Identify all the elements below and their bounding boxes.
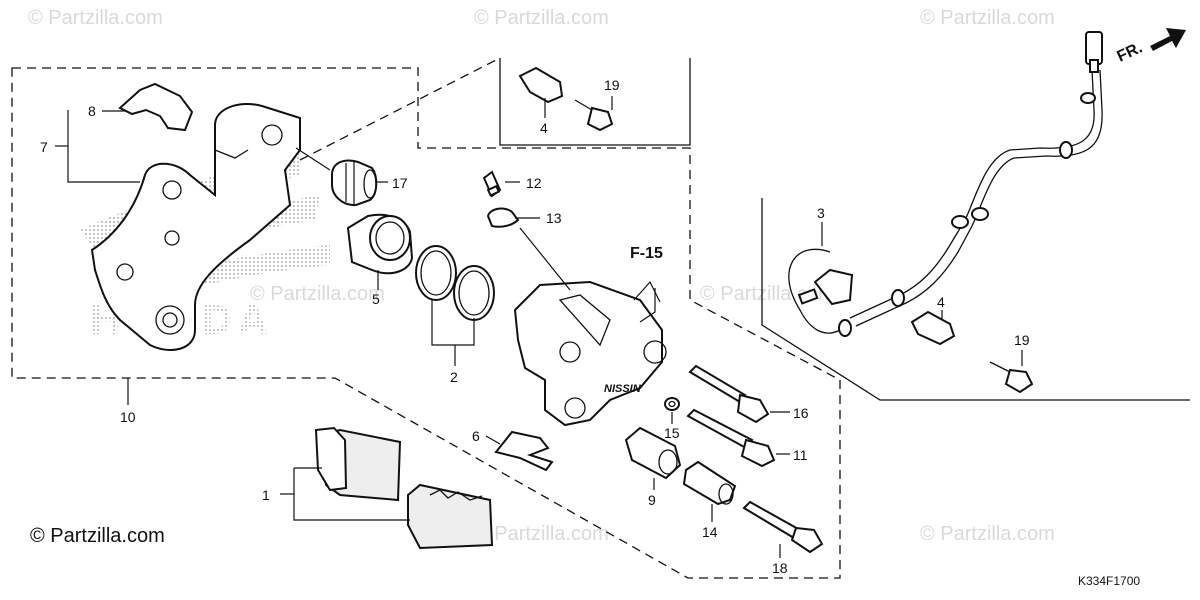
brake-pad-set-part: [314, 426, 494, 550]
caliper-body-part: NISSIN: [513, 280, 667, 427]
callout-14: 14: [702, 524, 718, 540]
caliper-bracket-group-outline: [11, 67, 841, 579]
pad-retainer-spring-part: [118, 82, 194, 132]
caliper-pin-bolt-part: [688, 364, 770, 424]
callout-2: 2: [450, 369, 458, 385]
piston-seal-set-part: [415, 245, 495, 321]
callout-9: 9: [648, 492, 656, 508]
callout-3: 3: [817, 205, 825, 221]
wheel-speed-sensor-part: [788, 31, 1103, 337]
callout-15: 15: [664, 425, 680, 441]
callout-labels: 1 2 3 4 4 5 6 7 8 9 10 11 12 13 14 15 16…: [40, 77, 1030, 576]
sensor-cord-clip-part-right: [910, 310, 956, 346]
reference-label: F-15: [630, 245, 663, 262]
flange-bolt-part-top: [574, 99, 614, 132]
callout-19-top: 19: [604, 77, 620, 93]
callout-4-right: 4: [937, 294, 945, 310]
callout-10: 10: [120, 409, 136, 425]
speed-sensor-inset-frame: [761, 198, 1190, 401]
caliper-bracket-part: [90, 103, 301, 351]
front-direction-indicator: FR.: [1115, 28, 1186, 66]
front-label: FR.: [1115, 39, 1146, 65]
watermark: © Partzilla.com: [28, 7, 163, 29]
callout-5: 5: [372, 291, 380, 307]
watermark: © Partzilla.com: [250, 283, 385, 305]
bleeder-cap-part: [486, 207, 520, 228]
flange-bolt-part-right: [989, 361, 1034, 394]
watermark: © Partzilla.com: [474, 523, 609, 545]
sensor-cord-clip-part-top: [518, 66, 564, 104]
diagram-code: K334F1700: [1078, 574, 1140, 588]
watermark-layer: © Partzilla.com © Partzilla.com © Partzi…: [28, 7, 1055, 545]
washer-part: [664, 397, 680, 411]
callout-7: 7: [40, 139, 48, 155]
copyright-credit: © Partzilla.com: [30, 525, 165, 547]
pad-spring-part: [494, 430, 554, 472]
callout-18: 18: [772, 560, 788, 576]
bracket-link-line: [299, 57, 501, 161]
watermark: © Partzilla.com: [920, 7, 1055, 29]
clip-bolt-inset-frame: [499, 58, 691, 146]
callout-1: 1: [262, 487, 270, 503]
callout-12: 12: [526, 175, 542, 191]
piston-part: [346, 213, 414, 275]
pin-boot-part: [624, 426, 682, 480]
long-flange-bolt-part: [742, 500, 824, 554]
callout-4-top: 4: [540, 120, 548, 136]
callout-6: 6: [472, 428, 480, 444]
callout-16: 16: [793, 405, 809, 421]
callout-13: 13: [546, 210, 562, 226]
leader-lines: [55, 96, 1023, 558]
front-arrow-icon: [1150, 28, 1186, 51]
bleeder-screw-part: [482, 170, 502, 198]
boot-part: [331, 159, 378, 207]
pin-sleeve-part: [682, 460, 737, 506]
watermark: © Partzilla.com: [920, 523, 1055, 545]
main-slide-pin-part: [686, 408, 776, 468]
callout-11: 11: [793, 447, 808, 463]
callout-17: 17: [392, 175, 408, 191]
watermark: © Partzilla.com: [474, 7, 609, 29]
callout-8: 8: [88, 103, 96, 119]
callout-19-right: 19: [1014, 332, 1030, 348]
caliper-marking: NISSIN: [604, 383, 642, 395]
